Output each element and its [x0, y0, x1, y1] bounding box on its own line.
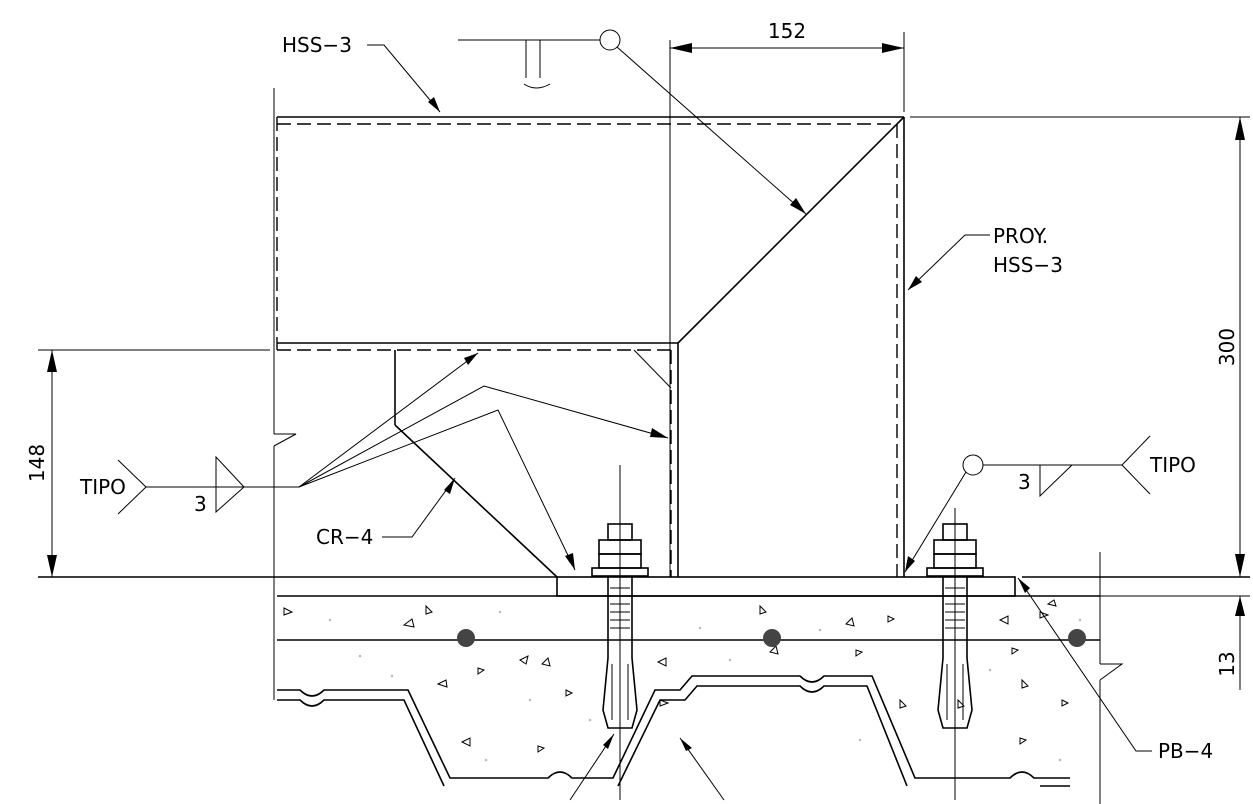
weld-all-around-circle-top: [599, 29, 621, 51]
label-hss-top: HSS−3: [282, 33, 352, 57]
hss-column-projection: [633, 40, 905, 577]
rebar-1: [457, 629, 475, 647]
label-pb4: PB−4: [1158, 739, 1213, 763]
label-tipo-left: TIPO: [79, 475, 126, 499]
steel-deck-profile: [277, 675, 1070, 779]
label-tipo-right: TIPO: [1149, 453, 1196, 477]
cover-plate-cr4: [394, 350, 558, 578]
dim-label-top-width: 152: [768, 19, 806, 43]
dim-label-right-height: 300: [1215, 328, 1239, 366]
dimension-left-height: [38, 349, 270, 577]
base-plate: [556, 576, 1016, 597]
dimension-top-width: [670, 32, 905, 112]
dim-label-slab-offset: 13: [1215, 651, 1239, 676]
anchor-bolt-left: [591, 465, 649, 800]
label-proy-line1: PROY.: [993, 224, 1048, 248]
dim-label-left-height: 148: [25, 444, 49, 482]
weld-symbol-right: [1039, 435, 1151, 498]
weld-size-left: 3: [194, 492, 207, 516]
leaders: [146, 29, 1152, 801]
label-proy-line2: HSS−3: [993, 253, 1063, 277]
rebar-3: [1068, 629, 1086, 647]
weld-size-right: 3: [1018, 470, 1031, 494]
label-cr4: CR−4: [316, 525, 373, 549]
concrete-slab-on-metal-deck: [277, 595, 1100, 787]
hss-beam: [276, 116, 904, 351]
rebar-2: [763, 629, 781, 647]
dimension-slab-offset: [1022, 562, 1250, 690]
weld-symbol-left: [117, 455, 245, 515]
weld-all-around-circle-right: [962, 454, 984, 476]
anchor-bolt-right: [926, 508, 984, 800]
break-lines: [273, 88, 1124, 804]
dimension-right-height: [910, 116, 1250, 577]
